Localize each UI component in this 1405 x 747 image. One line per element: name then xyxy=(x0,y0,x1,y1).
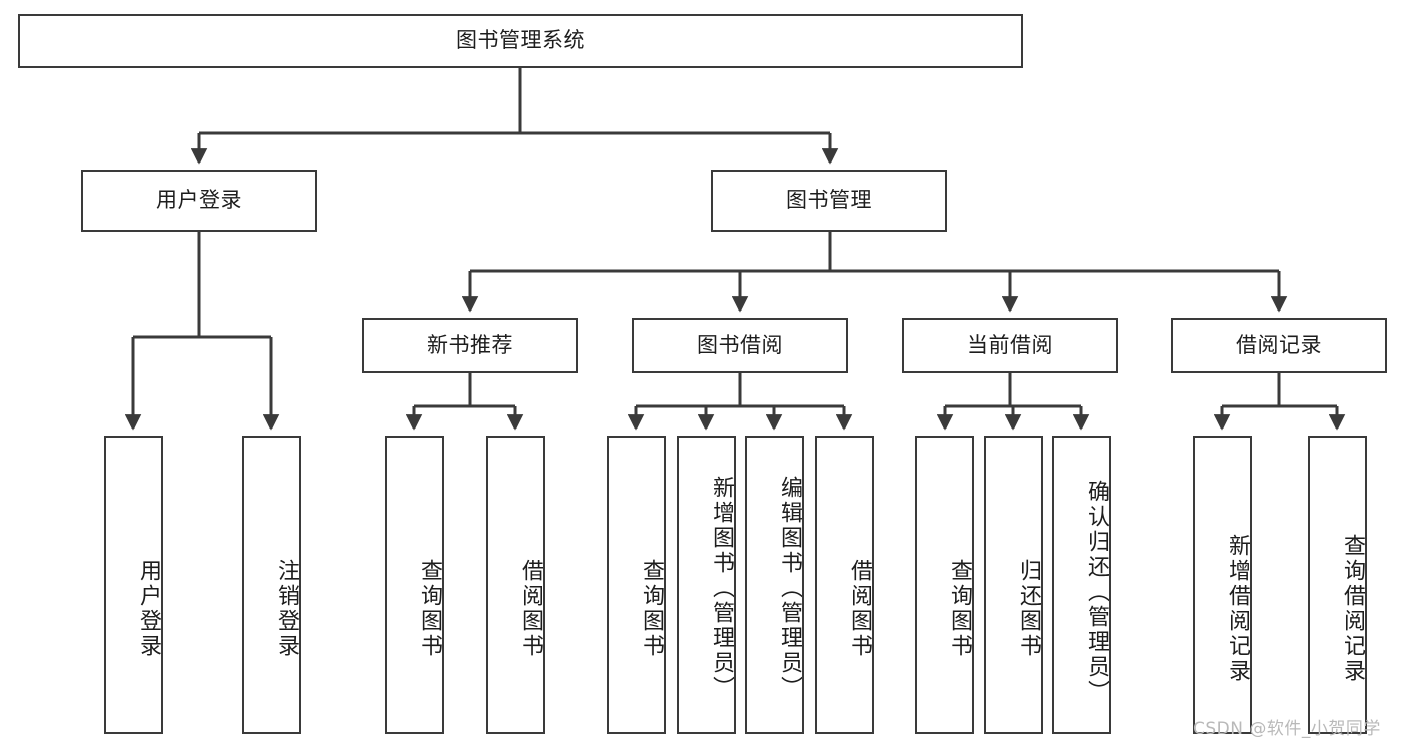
node-label: 新书推荐 xyxy=(427,332,513,357)
node-label: 图书管理系统 xyxy=(456,28,585,53)
node-label: 新增借阅记录 xyxy=(1225,534,1250,684)
node-new-book-recommend[interactable]: 新书推荐 xyxy=(362,318,578,373)
node-label: 查询图书 xyxy=(417,559,442,659)
node-leaf-query-book-recommend[interactable]: 查询图书 xyxy=(385,436,444,734)
node-leaf-edit-book[interactable]: 编辑图书（管理员） xyxy=(745,436,804,734)
node-label: 图书借阅 xyxy=(697,332,783,357)
node-leaf-return-book[interactable]: 归还图书 xyxy=(984,436,1043,734)
node-leaf-borrow-book-recommend[interactable]: 借阅图书 xyxy=(486,436,545,734)
csdn-watermark: CSDN @软件_小贺同学 xyxy=(1193,719,1381,739)
node-book-management[interactable]: 图书管理 xyxy=(711,170,947,232)
node-leaf-confirm-return[interactable]: 确认归还（管理员） xyxy=(1052,436,1111,734)
node-label: 借阅图书 xyxy=(847,559,872,659)
node-label: 新增图书（管理员） xyxy=(709,475,734,701)
node-label: 借阅记录 xyxy=(1236,332,1322,357)
node-label: 确认归还（管理员） xyxy=(1084,479,1109,705)
node-label: 用户登录 xyxy=(156,188,242,213)
node-borrow-record[interactable]: 借阅记录 xyxy=(1171,318,1387,373)
node-leaf-user-logout[interactable]: 注销登录 xyxy=(242,436,301,734)
node-current-borrow[interactable]: 当前借阅 xyxy=(902,318,1118,373)
node-label: 用户登录 xyxy=(136,559,161,659)
node-user-login[interactable]: 用户登录 xyxy=(81,170,317,232)
node-label: 查询图书 xyxy=(639,559,664,659)
node-label: 查询借阅记录 xyxy=(1340,534,1365,684)
node-label: 归还图书 xyxy=(1016,559,1041,659)
node-leaf-user-login[interactable]: 用户登录 xyxy=(104,436,163,734)
node-root-system[interactable]: 图书管理系统 xyxy=(18,14,1023,68)
node-label: 当前借阅 xyxy=(967,332,1053,357)
node-label: 查询图书 xyxy=(947,559,972,659)
node-label: 注销登录 xyxy=(274,559,299,659)
node-book-borrow[interactable]: 图书借阅 xyxy=(632,318,848,373)
node-label: 编辑图书（管理员） xyxy=(777,475,802,701)
node-label: 图书管理 xyxy=(786,188,872,213)
node-leaf-query-book-borrow[interactable]: 查询图书 xyxy=(607,436,666,734)
node-leaf-add-book[interactable]: 新增图书（管理员） xyxy=(677,436,736,734)
node-leaf-add-borrow-record[interactable]: 新增借阅记录 xyxy=(1193,436,1252,734)
node-leaf-borrow-book[interactable]: 借阅图书 xyxy=(815,436,874,734)
node-label: 借阅图书 xyxy=(518,559,543,659)
node-leaf-query-borrow-record[interactable]: 查询借阅记录 xyxy=(1308,436,1367,734)
node-leaf-query-book-current[interactable]: 查询图书 xyxy=(915,436,974,734)
